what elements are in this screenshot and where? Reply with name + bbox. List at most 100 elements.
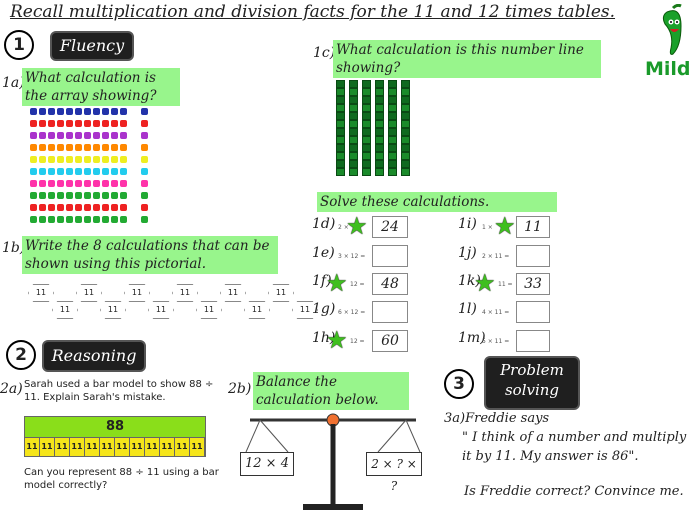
array-dot [57,156,64,163]
cube [349,96,358,104]
answer-box[interactable]: 11 [516,216,550,238]
array-dot [141,120,148,127]
array-dot [30,168,37,175]
cube [362,160,371,168]
array-dot [66,132,73,139]
hexagon-tile: 11 [244,301,270,319]
array-dot [30,144,37,151]
array-dot [39,132,46,139]
array-dot [141,144,148,151]
cube [388,168,397,176]
cube [336,160,345,168]
cube [349,160,358,168]
array-dot [93,144,100,151]
hexagon-tile: 11 [268,284,294,302]
answer-box[interactable]: 60 [372,330,408,352]
bar-cell: 11 [145,438,160,456]
array-dot [102,180,109,187]
answer-box[interactable] [516,301,550,323]
array-dot [84,168,91,175]
cube [349,152,358,160]
array-dot [75,192,82,199]
array-dot [84,120,91,127]
question-1c-text: What calculation is this number line sho… [333,40,601,78]
array-dot [66,120,73,127]
cube [375,136,384,144]
answer-box[interactable]: 48 [372,273,408,295]
cube [349,88,358,96]
array-dot [84,132,91,139]
array-dot [111,180,118,187]
cube [349,104,358,112]
cube [388,160,397,168]
question-tag: 1d) [312,216,336,232]
bar-cell: 11 [190,438,205,456]
hexagon-tile: 11 [124,284,150,302]
array-dot [57,108,64,115]
array-dot [120,168,127,175]
bar-cell: 11 [130,438,145,456]
calc-expression: 11 = [498,281,513,288]
answer-box[interactable]: 33 [516,273,550,295]
hexagon-tile: 11 [148,301,174,319]
answer-box[interactable] [372,245,408,267]
hexagon-tile: 11 [100,301,126,319]
star-icon: ★ [326,326,348,354]
star-icon: ★ [474,269,496,297]
array-dot [75,204,82,211]
array-dot [48,192,55,199]
answer-box[interactable]: 24 [372,216,408,238]
cube [401,152,410,160]
cube [401,128,410,136]
array-dot [120,216,127,223]
array-dot [48,132,55,139]
array-dot [120,120,127,127]
cube [362,80,371,88]
answer-box[interactable] [516,245,550,267]
section-problem-solving-label: Problem solving [484,356,580,410]
array-dot [111,156,118,163]
cube [401,96,410,104]
array-dot [102,156,109,163]
array-dot [102,120,109,127]
array-dot [30,156,37,163]
section-fluency-label: Fluency [50,31,134,61]
array-dot [120,132,127,139]
calc-expression: 6 × 12 = [338,309,366,316]
array-dot [48,204,55,211]
star-icon: ★ [346,212,368,240]
array-dot [39,156,46,163]
array-dot [30,120,37,127]
bar-cell: 11 [115,438,130,456]
array-dot [39,192,46,199]
question-tag: 1k) [458,273,481,289]
array-dot [93,216,100,223]
array-dot [30,132,37,139]
cube [375,168,384,176]
question-tag: 1l) [458,301,477,317]
answer-box[interactable] [516,330,550,352]
section-number-3: 3 [444,369,474,399]
array-dot [30,192,37,199]
cube [336,112,345,120]
array-dot [30,204,37,211]
question-3a-quote: " I think of a number and multiply it by… [462,430,687,464]
array-dot [111,204,118,211]
array-dot [57,216,64,223]
cube [401,168,410,176]
question-tag: 1c) [313,45,336,61]
calc-expression: 2 × 11 = [482,253,510,260]
array-dot [84,180,91,187]
array-dot [48,156,55,163]
array-dot [75,120,82,127]
array-dot [30,108,37,115]
cube [336,152,345,160]
array-dot [102,108,109,115]
star-icon: ★ [494,212,516,240]
answer-box[interactable] [372,301,408,323]
array-dot [57,192,64,199]
array-dot [48,108,55,115]
cube [375,152,384,160]
array-dot [66,168,73,175]
